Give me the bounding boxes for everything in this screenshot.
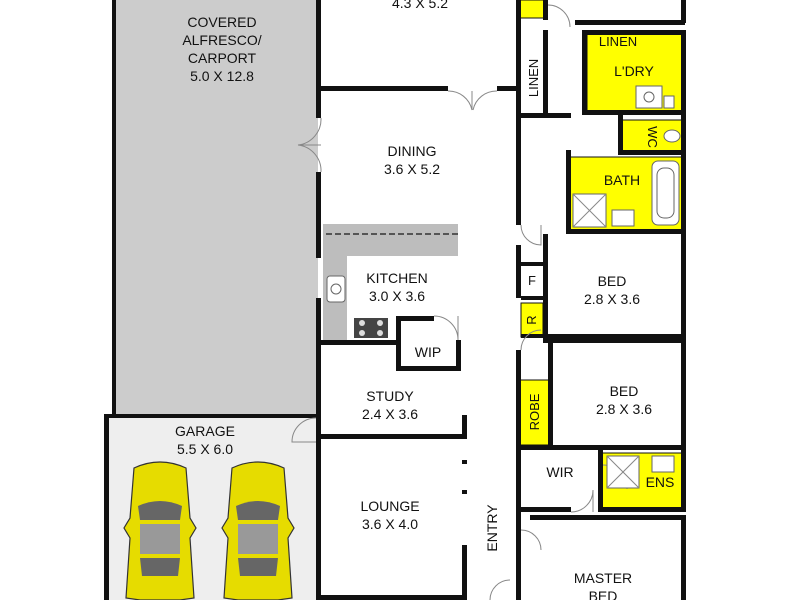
vanity-icon — [611, 85, 675, 473]
garage-dims: 5.5 X 6.0 — [177, 441, 233, 457]
robe-name: ROBE — [527, 393, 542, 430]
bed-one-name: BED — [598, 273, 627, 289]
bed-one-dims: 2.8 X 3.6 — [584, 291, 640, 307]
alfresco-name-2: ALFRESCO/ — [182, 32, 261, 48]
laundry-name: L'DRY — [614, 63, 654, 79]
lounge-dims: 3.6 X 4.0 — [362, 516, 418, 532]
master-name-2: BED — [589, 588, 618, 600]
ensuite-name: ENS — [646, 474, 675, 490]
alfresco-name-1: COVERED — [187, 14, 256, 30]
wc-name: WC — [645, 126, 660, 148]
linen-hall-name: LINEN — [526, 59, 541, 97]
linen-laundry-name: LINEN — [599, 34, 637, 49]
car-icon — [123, 461, 197, 600]
study-name: STUDY — [366, 388, 414, 404]
shower-icon — [572, 193, 640, 489]
study-dims: 2.4 X 3.6 — [362, 406, 418, 422]
master-name-1: MASTER — [574, 570, 632, 586]
bathtub-icon — [651, 160, 680, 226]
garage-name: GARAGE — [175, 423, 235, 439]
cooktop-icon — [354, 318, 388, 338]
walls — [104, 0, 686, 600]
wir-name: WIR — [546, 464, 573, 480]
top-room-dims: 4.3 X 5.2 — [392, 0, 448, 11]
alfresco-dims: 5.0 X 12.8 — [190, 68, 254, 84]
car-icon — [221, 461, 295, 600]
toilet-icon — [663, 95, 681, 143]
entry-name: ENTRY — [484, 504, 500, 552]
alfresco-area — [115, 0, 318, 415]
dining-name: DINING — [388, 143, 437, 159]
alfresco-name-3: CARPORT — [188, 50, 257, 66]
dining-dims: 3.6 X 5.2 — [384, 161, 440, 177]
robe-small-name: R — [524, 315, 539, 324]
kitchen-name: KITCHEN — [366, 270, 427, 286]
bath-name: BATH — [604, 172, 640, 188]
wip-name: WIP — [415, 344, 441, 360]
bed-two-dims: 2.8 X 3.6 — [596, 401, 652, 417]
kitchen-dims: 3.0 X 3.6 — [369, 288, 425, 304]
sink-icon — [326, 275, 346, 303]
lounge-name: LOUNGE — [360, 498, 419, 514]
kitchen-bench — [323, 224, 458, 256]
bed-two-name: BED — [610, 383, 639, 399]
top-closet-area — [519, 0, 546, 19]
fridge-name: F — [528, 273, 536, 288]
